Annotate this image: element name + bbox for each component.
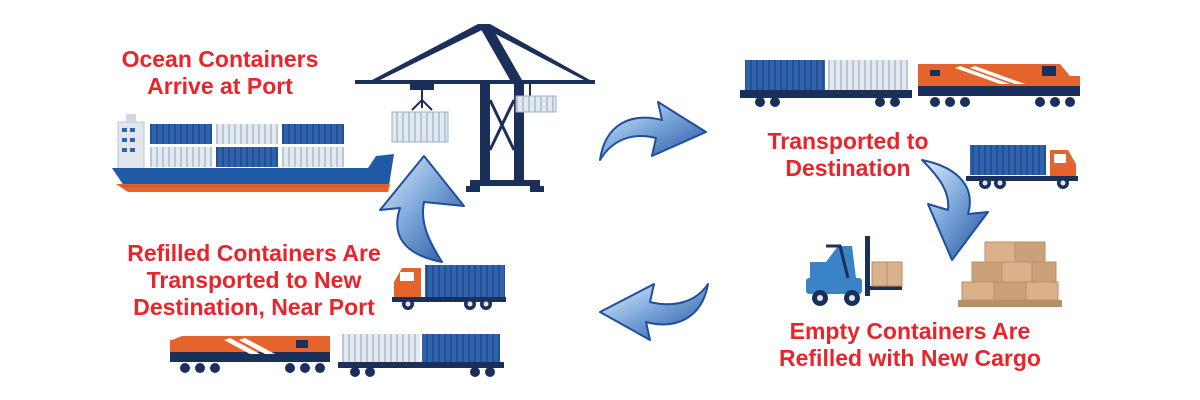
hoisted-container-small bbox=[515, 95, 557, 113]
step-label-line: Destination, Near Port bbox=[133, 294, 375, 320]
cargo-ship-icon bbox=[112, 114, 394, 192]
forklift-icon bbox=[806, 236, 903, 306]
step-label-line: Transported to bbox=[767, 128, 929, 154]
hoisted-container bbox=[391, 111, 449, 143]
container-truck-icon bbox=[966, 145, 1078, 189]
curved-arrow-icon-up bbox=[379, 155, 465, 263]
step-label-return: Refilled Containers Are Transported to N… bbox=[104, 240, 404, 321]
step-label-line: Empty Containers Are bbox=[789, 318, 1031, 344]
port-crane-icon bbox=[355, 24, 595, 192]
step-label-line: Refilled with New Cargo bbox=[779, 345, 1041, 371]
container-truck-icon-left bbox=[392, 265, 506, 310]
step-label-arrive: Ocean Containers Arrive at Port bbox=[100, 46, 340, 100]
freight-train-icon-left bbox=[170, 334, 504, 377]
step-label-line: Transported to New bbox=[146, 267, 362, 293]
freight-train-icon bbox=[740, 60, 1080, 107]
curved-arrow-icon-down bbox=[921, 159, 989, 261]
cargo-boxes-icon bbox=[958, 241, 1062, 307]
step-label-refill: Empty Containers Are Refilled with New C… bbox=[750, 318, 1070, 372]
step-label-line: Destination bbox=[785, 155, 911, 181]
step-label-line: Ocean Containers bbox=[121, 46, 319, 72]
step-label-line: Refilled Containers Are bbox=[127, 240, 381, 266]
step-label-line: Arrive at Port bbox=[147, 73, 293, 99]
curved-arrow-icon-right bbox=[599, 101, 707, 161]
curved-arrow-icon-left bbox=[599, 283, 709, 341]
step-label-transport: Transported to Destination bbox=[730, 128, 966, 182]
